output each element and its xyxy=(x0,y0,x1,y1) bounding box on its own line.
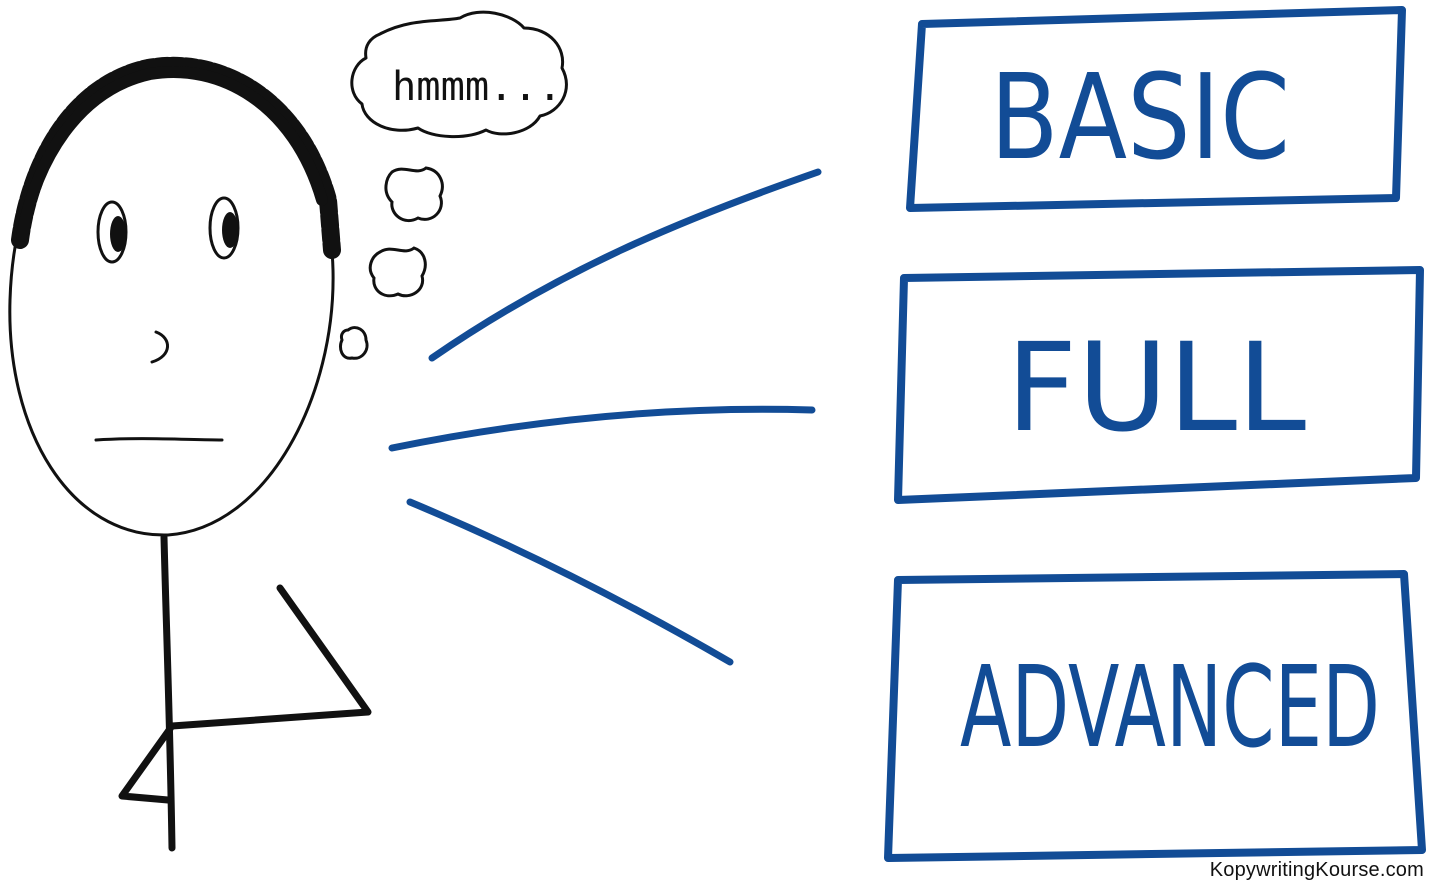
connector-advanced xyxy=(406,498,734,666)
option-box-basic-frame xyxy=(906,6,1406,212)
connector-basic xyxy=(428,168,822,362)
option-label-basic: BASIC xyxy=(990,48,1290,186)
thought-puff-medium xyxy=(368,246,427,298)
option-box-advanced-frame xyxy=(884,570,1426,862)
thought-puff-small xyxy=(338,326,369,360)
credit-text: KopywritingKourse.com xyxy=(1209,859,1424,881)
thought-puff-large xyxy=(384,166,444,223)
option-box-full-frame xyxy=(894,266,1424,504)
figure-mouth xyxy=(94,437,224,442)
connector-full xyxy=(388,405,816,452)
figure-arm xyxy=(118,584,372,804)
option-box-full: FULL xyxy=(894,266,1424,504)
thought-text: hmmm... xyxy=(392,64,562,110)
figure-nose xyxy=(150,330,169,364)
option-label-advanced: ADVANCED xyxy=(960,643,1380,773)
thought-cloud xyxy=(350,10,568,139)
option-label-full: FULL xyxy=(1006,317,1306,459)
thought-bubble: hmmm... xyxy=(338,10,568,360)
figure-hair xyxy=(11,56,341,259)
figure-eyes xyxy=(96,196,240,264)
connector-lines xyxy=(388,168,822,666)
figure-hair-fill xyxy=(16,66,328,242)
stick-figure xyxy=(8,56,372,852)
option-box-advanced: ADVANCED xyxy=(884,570,1426,862)
option-box-basic: BASIC xyxy=(906,6,1406,212)
